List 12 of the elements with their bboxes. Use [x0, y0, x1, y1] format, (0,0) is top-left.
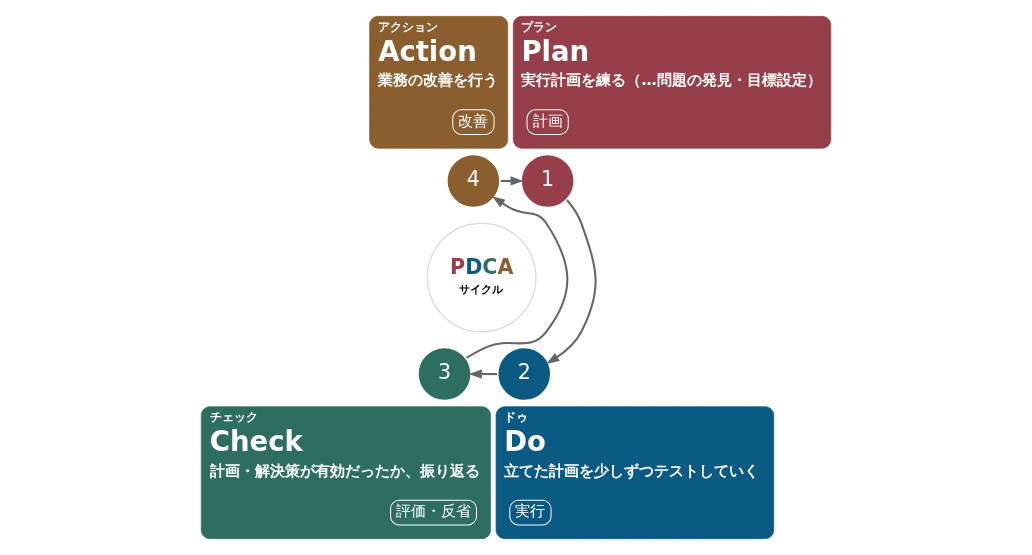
arrow	[468, 369, 498, 379]
node-box: 評価・反省	[390, 499, 477, 526]
node-circle: 1	[519, 152, 577, 210]
node-circle: 3	[416, 345, 474, 403]
node-circle: 2	[495, 345, 553, 403]
arrow	[546, 199, 597, 364]
node-box: 実行	[509, 499, 552, 526]
arrow	[466, 196, 569, 359]
node-circle: PDCA サイクル	[426, 222, 537, 333]
node-circle: 4	[444, 152, 502, 210]
node-box: 改善	[452, 109, 495, 136]
node-box: 計画	[526, 109, 569, 136]
